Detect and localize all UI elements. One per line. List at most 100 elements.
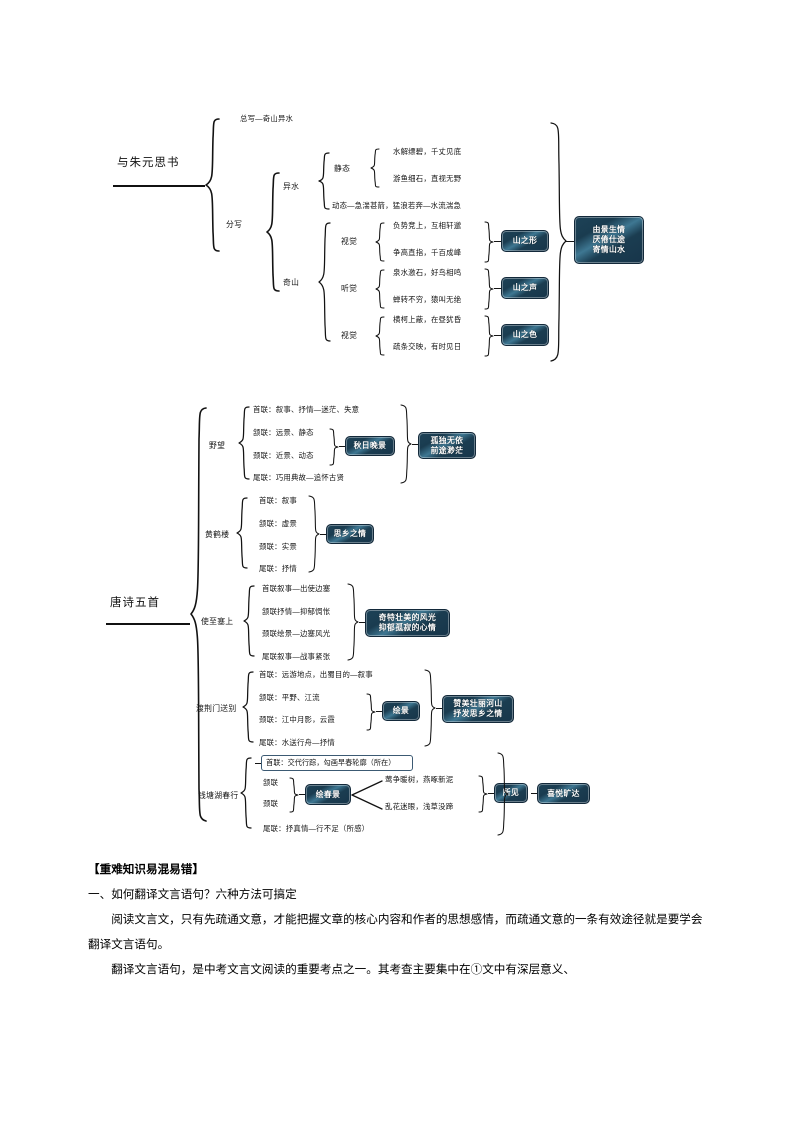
d1-g0-right-brace [484,221,494,263]
d2-poem-2-right-brace [347,583,359,661]
d2-poem-4-brace [240,757,252,829]
d2-poem-4-seen-box-text: 所见 [502,788,520,798]
d1-g1-item-0: 泉水激石，好鸟相鸣 [393,268,462,277]
d2-poem-0-mid-connector [339,446,345,448]
d2-poem-4-mid-box-text: 绘春景 [315,789,341,799]
d2-poem-4-mid-box: 绘春景 [305,784,351,805]
d2-poem-4-first-line-box: 首联：交代行踪，勾画早春轮廓（所在） [261,755,413,771]
d2-poem-2-line-2: 颈联绘景—边塞风光 [262,629,331,638]
d2-poem-1-line-3: 尾联：抒情 [259,564,297,573]
d1-summary-box-1-text: 山之声 [512,283,538,293]
d2-poem-3-inner-brace [366,693,376,731]
d2-poem-3-mid-box-text: 绘景 [392,706,410,716]
diagram-yuzhuyuansishu: 与朱元思书 总写—奇山异水 分写 异水 静态 水解缥碧，千丈见底 游鱼细石，直视… [0,0,794,375]
text-section: 【重难知识易混易错】 一、如何翻译文言语句？六种方法可搞定 阅读文言文，只有先疏… [88,857,708,982]
d2-poem-0-mid-box-text: 秋日晚景 [353,441,387,451]
d2-main-brace [190,407,207,822]
d1-conclusion-box: 由景生情 厌倦仕途 寄情山水 [574,216,644,264]
d1-branch-detail: 分写 [226,220,243,229]
d2-poem-1-line-2: 颈联：实景 [259,542,297,551]
d1-sense-brace-2 [375,316,385,356]
d1-sense-brace-0 [375,222,385,262]
d2-poem-3-mid-box: 绘景 [382,701,420,721]
d2-poem-0-mid-box: 秋日晚景 [345,436,395,456]
d2-poem-3-line-2: 颈联：江中月影，云霞 [259,715,335,724]
d2-poem-4-seen-connector [488,793,494,795]
d1-g1-item-1: 蝉转不穷，猿叫无绝 [393,295,462,304]
d1-sense-label-1: 听觉 [341,284,358,293]
d1-static-item-1: 游鱼细石，直视无野 [393,174,462,183]
d2-poem-2-brace [243,585,255,657]
d2-poem-4-detail-1: 乱花迷眼，浅草没蹄 [385,802,454,811]
d2-poem-2-end-line-0: 奇特壮美的风光 [378,613,437,623]
d1-qishan-brace [318,222,331,342]
d2-poem-4-outer-brace [497,752,509,836]
d1-g0-connector [494,241,501,243]
d2-poem-0-end-connector [412,444,418,446]
d2-poem-3-end-connector [436,708,442,710]
d2-poem-4-boxed-connector [255,763,261,765]
d2-poem-0-line-3: 尾联：巧用典故—追怀古贤 [253,473,345,482]
d2-poem-2-end-connector [359,622,365,624]
d1-conclusion-line-0: 由景生情 [592,225,626,235]
d2-poem-0-line-1: 颔联：远景、静态 [253,428,314,437]
d2-root-label: 唐诗五首 [110,597,160,609]
d2-poem-3-name: 渡荆门送别 [196,704,237,713]
d2-poem-3-right-brace [424,669,436,747]
d1-g2-item-0: 横柯上蔽，在昼犹昏 [393,315,462,324]
d2-poem-4-fork [351,780,383,810]
d2-root-underline [106,623,190,625]
d2-poem-3-mid-connector [376,711,382,713]
d1-static-label: 静态 [334,164,351,173]
d2-poem-0-inner-brace [329,428,339,466]
d1-summary-box-1: 山之声 [501,277,549,299]
d1-yishui-brace [318,152,330,210]
d2-poem-2-end-box: 奇特壮美的风光 抑郁孤寂的心情 [365,609,450,637]
d1-branch-general: 总写—奇山异水 [240,114,294,123]
d1-sense-label-0: 视觉 [341,237,358,246]
d1-detail-brace [266,172,280,292]
d2-poem-4-mid-pair-0: 颔联 [263,778,279,787]
d1-static-item-0: 水解缥碧，千丈见底 [393,147,462,156]
d1-sense-label-2: 视觉 [341,331,358,340]
d2-poem-3-line-0: 首联：远游地点，出蜀目的—叙事 [259,670,373,679]
d2-poem-1-right-brace [308,495,320,573]
d2-poem-3-brace [242,671,254,743]
d2-poem-3-line-1: 颔联：平野、江流 [259,693,320,702]
d2-poem-0-line-2: 颈联：近景、动态 [253,451,314,460]
d1-g2-right-brace [484,315,494,357]
section-heading: 【重难知识易混易错】 [88,863,204,876]
d1-g1-right-brace [484,268,494,310]
d1-dynamic-item: 动态—急湍甚箭，猛浪若奔—水流湍急 [332,201,462,210]
d2-poem-4-detail-0: 莺争暖树，燕啄新泥 [385,775,454,784]
d2-poem-0-end-line-1: 前途渺茫 [430,445,464,455]
d2-poem-0-end-box: 孤独无依 前途渺茫 [418,432,476,459]
d1-main-brace [205,118,220,252]
d2-poem-1-line-0: 首联：叙事 [259,496,297,505]
d2-poem-4-mid-pair-1: 颈联 [263,799,279,808]
diagram-tangshiwushou: 唐诗五首 野望 首联：叙事、抒情—迷茫、失意 颔联：远景、静态 颈联：近景、动态… [106,404,590,836]
d2-poem-0-end-line-0: 孤独无依 [430,435,464,445]
d1-summary-box-2-text: 山之色 [512,330,538,340]
d1-final-connector [566,241,574,243]
d2-poem-4-detail-brace [478,775,488,813]
d1-g2-item-1: 疏条交映，有时见日 [393,342,462,351]
d2-poem-4-end-connector [531,793,537,795]
d1-sub2-label: 奇山 [283,278,300,287]
d2-poem-2-end-line-1: 抑郁孤寂的心情 [378,623,437,632]
d2-poem-4-first-line-text: 首联：交代行踪，勾画早春轮廓（所在） [266,758,396,767]
d2-poem-1-line-1: 颔联：虚景 [259,519,297,528]
d1-sub1-label: 异水 [283,182,300,191]
d1-sense-brace-1 [375,269,385,309]
d2-poem-3-end-box: 赞美壮丽河山 抒发思乡之情 [442,695,514,723]
d1-conclusion-line-1: 厌倦仕途 [592,235,626,245]
d2-poem-4-seen-box: 所见 [494,783,528,803]
d1-conclusion-line-2: 寄情山水 [592,244,626,254]
d2-poem-4-last-line: 尾联：抒真情—行不足（所感） [263,824,370,833]
d2-poem-3-line-3: 尾联：水送行舟—抒情 [259,738,335,747]
d1-summary-box-0-text: 山之形 [512,236,538,246]
d2-poem-1-name: 黄鹤楼 [205,530,230,539]
d2-poem-0-brace [238,406,250,480]
d2-poem-0-outer-brace [400,404,412,484]
